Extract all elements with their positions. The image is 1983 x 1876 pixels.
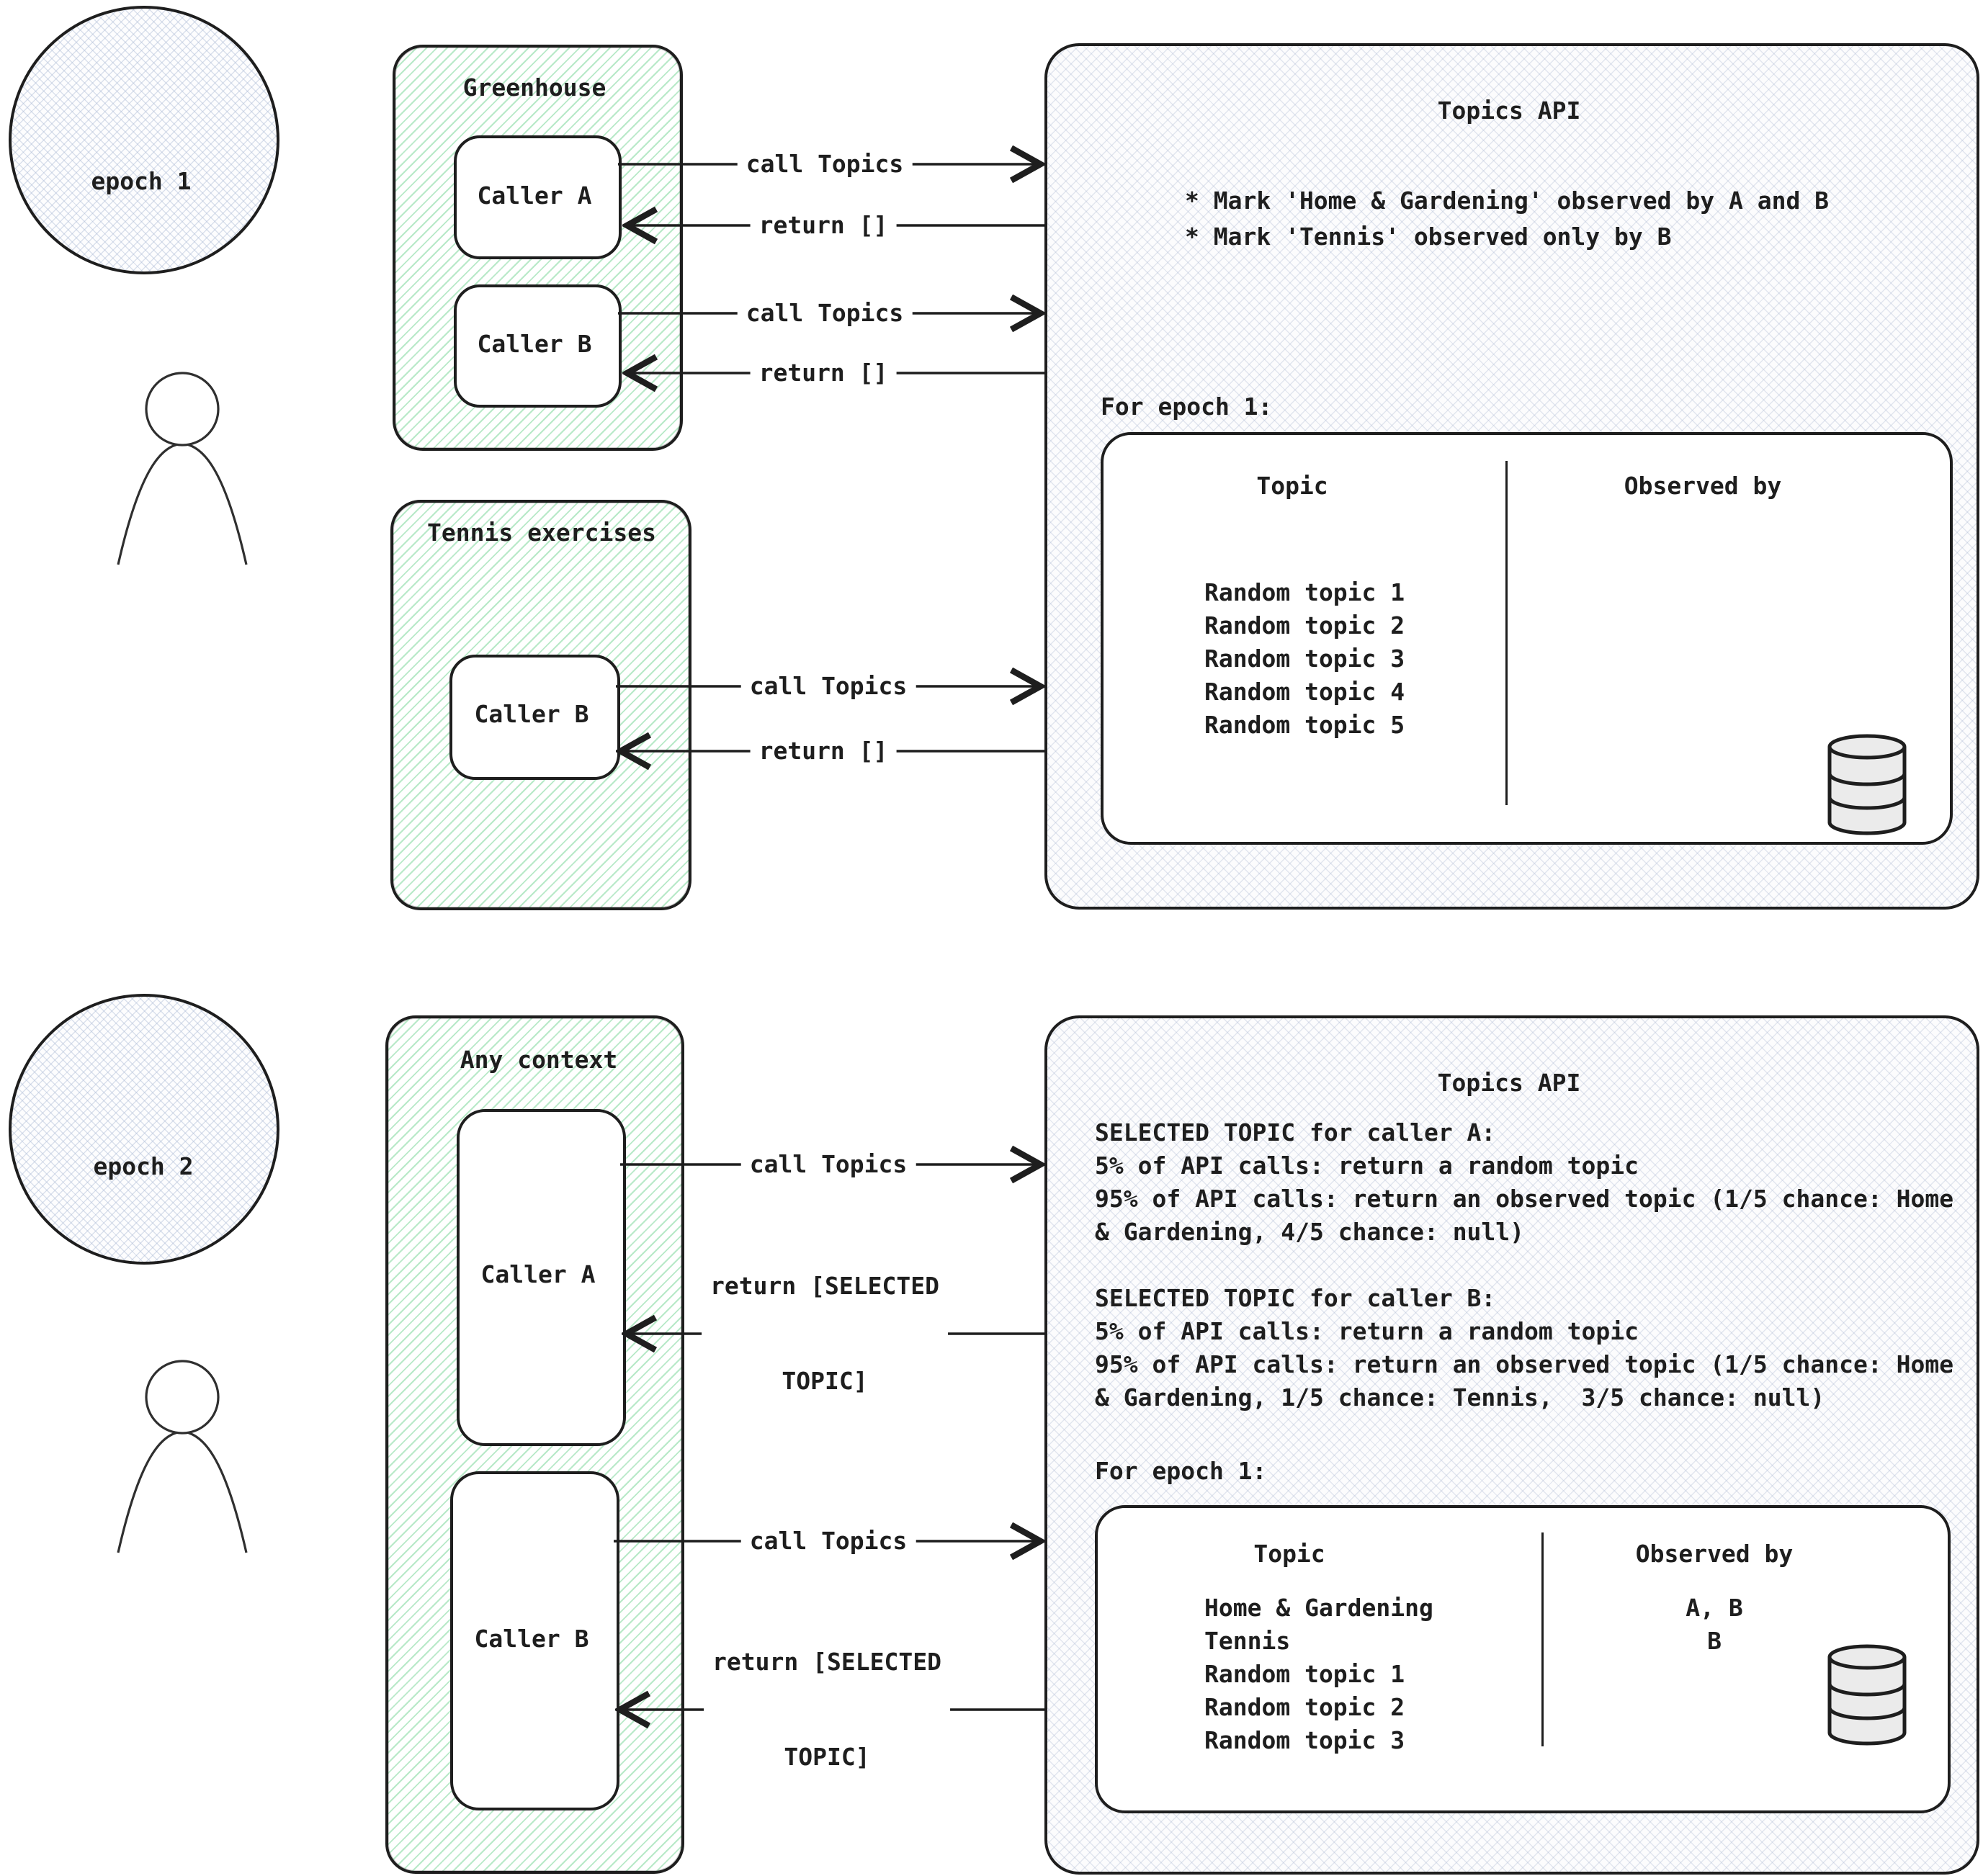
rule-line: 95% of API calls: return an observed top… bbox=[1095, 1185, 1954, 1213]
table-row: Tennis bbox=[1204, 1627, 1291, 1655]
database-icon bbox=[1827, 1644, 1907, 1746]
table-row: Random topic 3 bbox=[1204, 1726, 1405, 1754]
topics-table-box-epoch1 bbox=[1101, 432, 1953, 845]
flow-label-return-selected: return [SELECTED TOPIC] bbox=[704, 1583, 950, 1836]
table-row: Random topic 1 bbox=[1204, 578, 1405, 606]
table2-header-topic: Topic bbox=[1253, 1540, 1325, 1568]
caller-b-label-tennis: Caller B bbox=[474, 700, 589, 728]
caller-a-label-epoch1: Caller A bbox=[477, 181, 592, 210]
caller-b-label-epoch2: Caller B bbox=[474, 1625, 589, 1653]
caller-a-label-epoch2: Caller A bbox=[480, 1260, 596, 1288]
for-epoch-heading-1: For epoch 1: bbox=[1101, 392, 1273, 421]
api-note-1: * Mark 'Home & Gardening' observed by A … bbox=[1185, 187, 1830, 215]
table1-header-topic: Topic bbox=[1256, 472, 1328, 500]
epoch-2-label: epoch 2 bbox=[93, 1152, 194, 1180]
topics-api-title-epoch1: Topics API bbox=[1437, 97, 1581, 125]
table1-header-observed-by: Observed by bbox=[1624, 472, 1782, 500]
table-cell: A, B bbox=[1686, 1594, 1743, 1622]
flow-label-return-selected-line2: TOPIC] bbox=[784, 1743, 870, 1771]
person-icon bbox=[117, 372, 248, 565]
flow-label-return-selected-line1: return [SELECTED bbox=[712, 1648, 941, 1676]
table-row: Random topic 5 bbox=[1204, 711, 1405, 739]
flow-label-return-empty: return [] bbox=[750, 735, 897, 767]
api-notes-epoch1: * Mark 'Home & Gardening' observed by A … bbox=[1185, 184, 1829, 256]
table-row: Random topic 2 bbox=[1204, 611, 1405, 639]
caller-b-label-epoch1: Caller B bbox=[477, 330, 592, 358]
flow-label-call-topics: call Topics bbox=[740, 1525, 916, 1557]
for-epoch-heading-2: For epoch 1: bbox=[1095, 1457, 1267, 1485]
flow-label-call-topics: call Topics bbox=[737, 297, 913, 329]
topics-api-title-epoch2: Topics API bbox=[1437, 1069, 1581, 1097]
person-head bbox=[145, 1360, 220, 1435]
table-row: Random topic 3 bbox=[1204, 645, 1405, 673]
table-row: Random topic 1 bbox=[1204, 1660, 1405, 1688]
table-cell: B bbox=[1707, 1627, 1722, 1655]
caller-b-box-epoch2 bbox=[450, 1471, 619, 1810]
database-icon bbox=[1827, 734, 1907, 835]
api-note-2: * Mark 'Tennis' observed only by B bbox=[1185, 223, 1672, 251]
rule-line: & Gardening, 1/5 chance: Tennis, 3/5 cha… bbox=[1095, 1383, 1825, 1412]
flow-label-return-selected-line2: TOPIC] bbox=[782, 1367, 868, 1395]
epoch-2-circle bbox=[9, 994, 279, 1265]
person-head bbox=[145, 372, 220, 446]
topics-table-box-epoch2 bbox=[1095, 1505, 1951, 1813]
selection-rules-epoch2: SELECTED TOPIC for caller A: 5% of API c… bbox=[1095, 1116, 1953, 1414]
caller-b-box-epoch1 bbox=[454, 284, 622, 408]
rule-line: & Gardening, 4/5 chance: null) bbox=[1095, 1218, 1525, 1246]
tennis-title: Tennis exercises bbox=[427, 519, 656, 547]
table-row: Random topic 4 bbox=[1204, 678, 1405, 706]
person-body bbox=[117, 442, 248, 565]
person-icon bbox=[117, 1360, 248, 1553]
flow-label-return-selected: return [SELECTED TOPIC] bbox=[702, 1207, 948, 1460]
flow-label-return-empty: return [] bbox=[750, 210, 897, 241]
caller-a-box-epoch2 bbox=[457, 1109, 626, 1446]
table1-column-divider bbox=[1505, 461, 1508, 805]
greenhouse-title: Greenhouse bbox=[462, 73, 606, 102]
flow-label-return-empty: return [] bbox=[750, 357, 897, 389]
epoch-1-circle bbox=[9, 6, 279, 274]
table2-topic-column: Home & Gardening Tennis Random topic 1 R… bbox=[1204, 1592, 1433, 1757]
any-context-title: Any context bbox=[460, 1046, 618, 1074]
table-row: Home & Gardening bbox=[1204, 1594, 1433, 1622]
flow-label-call-topics: call Topics bbox=[737, 148, 913, 180]
person-body bbox=[117, 1430, 248, 1553]
epoch-1-label: epoch 1 bbox=[91, 167, 192, 195]
flow-label-return-selected-line1: return [SELECTED bbox=[710, 1272, 939, 1300]
table2-column-divider bbox=[1541, 1532, 1544, 1746]
table2-header-observed-by: Observed by bbox=[1635, 1540, 1794, 1568]
table2-observed-column: A, B B bbox=[1635, 1592, 1794, 1757]
table-row: Random topic 2 bbox=[1204, 1693, 1405, 1721]
caller-a-box-epoch1 bbox=[454, 135, 622, 259]
flow-label-call-topics: call Topics bbox=[740, 1149, 916, 1180]
rule-line: 95% of API calls: return an observed top… bbox=[1095, 1350, 1954, 1378]
rule-line: 5% of API calls: return a random topic bbox=[1095, 1317, 1639, 1345]
flow-label-call-topics: call Topics bbox=[740, 670, 916, 702]
table1-topic-column: Random topic 1 Random topic 2 Random top… bbox=[1204, 576, 1405, 742]
rule-line: SELECTED TOPIC for caller A: bbox=[1095, 1118, 1496, 1146]
rule-line: SELECTED TOPIC for caller B: bbox=[1095, 1284, 1496, 1312]
caller-b-box-tennis bbox=[449, 655, 620, 780]
rule-line: 5% of API calls: return a random topic bbox=[1095, 1152, 1639, 1180]
